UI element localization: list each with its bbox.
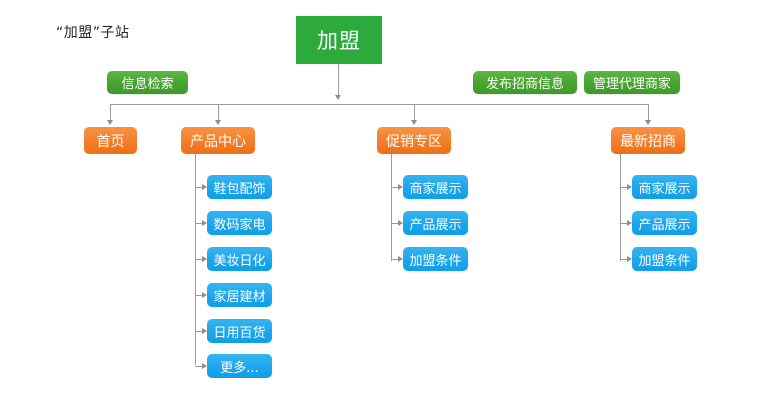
leaf-node-promotion-product-display-label: 产品展示 <box>409 217 462 233</box>
arrow-product-center-0-icon <box>202 184 207 190</box>
leaf-node-latest-product-display[interactable]: 产品展示 <box>632 211 697 235</box>
connector-stub-promotion-zone-0 <box>391 187 399 188</box>
leaf-node-beauty-daily-chemicals[interactable]: 美妆日化 <box>207 247 272 271</box>
branch-node-product-center[interactable]: 产品中心 <box>181 127 255 154</box>
leaf-node-digital-appliances[interactable]: 数码家电 <box>207 211 272 235</box>
leaf-node-shoes-bags-accessories-label: 鞋包配饰 <box>213 181 266 197</box>
leaf-node-promotion-product-display[interactable]: 产品展示 <box>403 211 468 235</box>
arrow-drop-promotion-zone-icon <box>411 120 417 125</box>
branch-node-latest-investment[interactable]: 最新招商 <box>611 127 685 154</box>
connector-stub-latest-investment-1 <box>620 223 628 224</box>
branch-node-home[interactable]: 首页 <box>84 127 137 154</box>
arrow-product-center-3-icon <box>202 292 207 298</box>
pill-publish-investment-info-label: 发布招商信息 <box>485 77 564 92</box>
pill-info-search[interactable]: 信息检索 <box>107 71 188 94</box>
leaf-node-latest-merchant-display[interactable]: 商家展示 <box>632 175 697 199</box>
leaf-node-home-building-materials-label: 家居建材 <box>213 289 266 305</box>
leaf-node-promotion-merchant-display-label: 商家展示 <box>409 181 462 197</box>
root-node-jiameng[interactable]: 加盟 <box>296 16 382 64</box>
pill-publish-investment-info[interactable]: 发布招商信息 <box>473 71 577 94</box>
root-node-label: 加盟 <box>317 29 361 53</box>
arrow-product-center-1-icon <box>202 220 207 226</box>
arrow-latest-investment-2-icon <box>627 256 632 262</box>
arrow-latest-investment-0-icon <box>627 184 632 190</box>
branch-node-home-label: 首页 <box>96 133 125 150</box>
leaf-node-shoes-bags-accessories[interactable]: 鞋包配饰 <box>207 175 272 199</box>
leaf-node-latest-join-conditions[interactable]: 加盟条件 <box>632 247 697 271</box>
connector-drop-latest-investment <box>648 104 649 121</box>
connector-stub-product-center-5 <box>195 366 203 367</box>
connector-stub-product-center-1 <box>195 223 203 224</box>
arrow-drop-latest-investment-icon <box>645 120 651 125</box>
connector-root-stem <box>338 64 339 96</box>
leaf-node-promotion-join-conditions[interactable]: 加盟条件 <box>403 247 468 271</box>
arrow-promotion-zone-1-icon <box>398 220 403 226</box>
leaf-node-beauty-daily-chemicals-label: 美妆日化 <box>213 253 266 269</box>
connector-drop-promotion-zone <box>414 104 415 121</box>
leaf-node-daily-necessities[interactable]: 日用百货 <box>207 319 272 343</box>
connector-spine-promotion-zone <box>391 154 392 261</box>
connector-drop-home <box>110 104 111 121</box>
branch-node-latest-investment-label: 最新招商 <box>620 133 676 150</box>
leaf-node-latest-merchant-display-label: 商家展示 <box>638 181 691 197</box>
leaf-node-digital-appliances-label: 数码家电 <box>213 217 266 233</box>
arrow-latest-investment-1-icon <box>627 220 632 226</box>
arrow-drop-product-center-icon <box>215 120 221 125</box>
leaf-node-daily-necessities-label: 日用百货 <box>213 325 266 341</box>
connector-stub-product-center-0 <box>195 187 203 188</box>
arrow-root-to-bus-icon <box>335 95 341 100</box>
branch-node-promotion-zone-label: 促销专区 <box>386 133 442 150</box>
pill-manage-agent-merchants-label: 管理代理商家 <box>593 77 672 92</box>
branch-node-product-center-label: 产品中心 <box>190 133 246 150</box>
connector-spine-latest-investment <box>620 154 621 261</box>
connector-stub-product-center-2 <box>195 259 203 260</box>
arrow-promotion-zone-2-icon <box>398 256 403 262</box>
pill-info-search-label: 信息检索 <box>121 77 174 92</box>
leaf-node-more[interactable]: 更多... <box>207 354 272 378</box>
leaf-node-latest-join-conditions-label: 加盟条件 <box>638 253 691 269</box>
arrow-product-center-2-icon <box>202 256 207 262</box>
connector-stub-product-center-4 <box>195 331 203 332</box>
connector-drop-product-center <box>218 104 219 121</box>
diagram-title: “加盟”子站 <box>56 25 130 41</box>
arrow-drop-home-icon <box>107 120 113 125</box>
connector-stub-latest-investment-0 <box>620 187 628 188</box>
branch-node-promotion-zone[interactable]: 促销专区 <box>377 127 451 154</box>
connector-bus-horizontal <box>110 104 648 105</box>
leaf-node-promotion-merchant-display[interactable]: 商家展示 <box>403 175 468 199</box>
leaf-node-home-building-materials[interactable]: 家居建材 <box>207 283 272 307</box>
pill-manage-agent-merchants[interactable]: 管理代理商家 <box>584 71 680 94</box>
arrow-promotion-zone-0-icon <box>398 184 403 190</box>
connector-stub-promotion-zone-1 <box>391 223 399 224</box>
connector-stub-latest-investment-2 <box>620 259 628 260</box>
leaf-node-promotion-join-conditions-label: 加盟条件 <box>409 253 462 269</box>
arrow-product-center-5-icon <box>202 363 207 369</box>
leaf-node-latest-product-display-label: 产品展示 <box>638 217 691 233</box>
connector-stub-promotion-zone-2 <box>391 259 399 260</box>
arrow-product-center-4-icon <box>202 328 207 334</box>
connector-stub-product-center-3 <box>195 295 203 296</box>
leaf-node-more-label: 更多... <box>220 360 259 376</box>
